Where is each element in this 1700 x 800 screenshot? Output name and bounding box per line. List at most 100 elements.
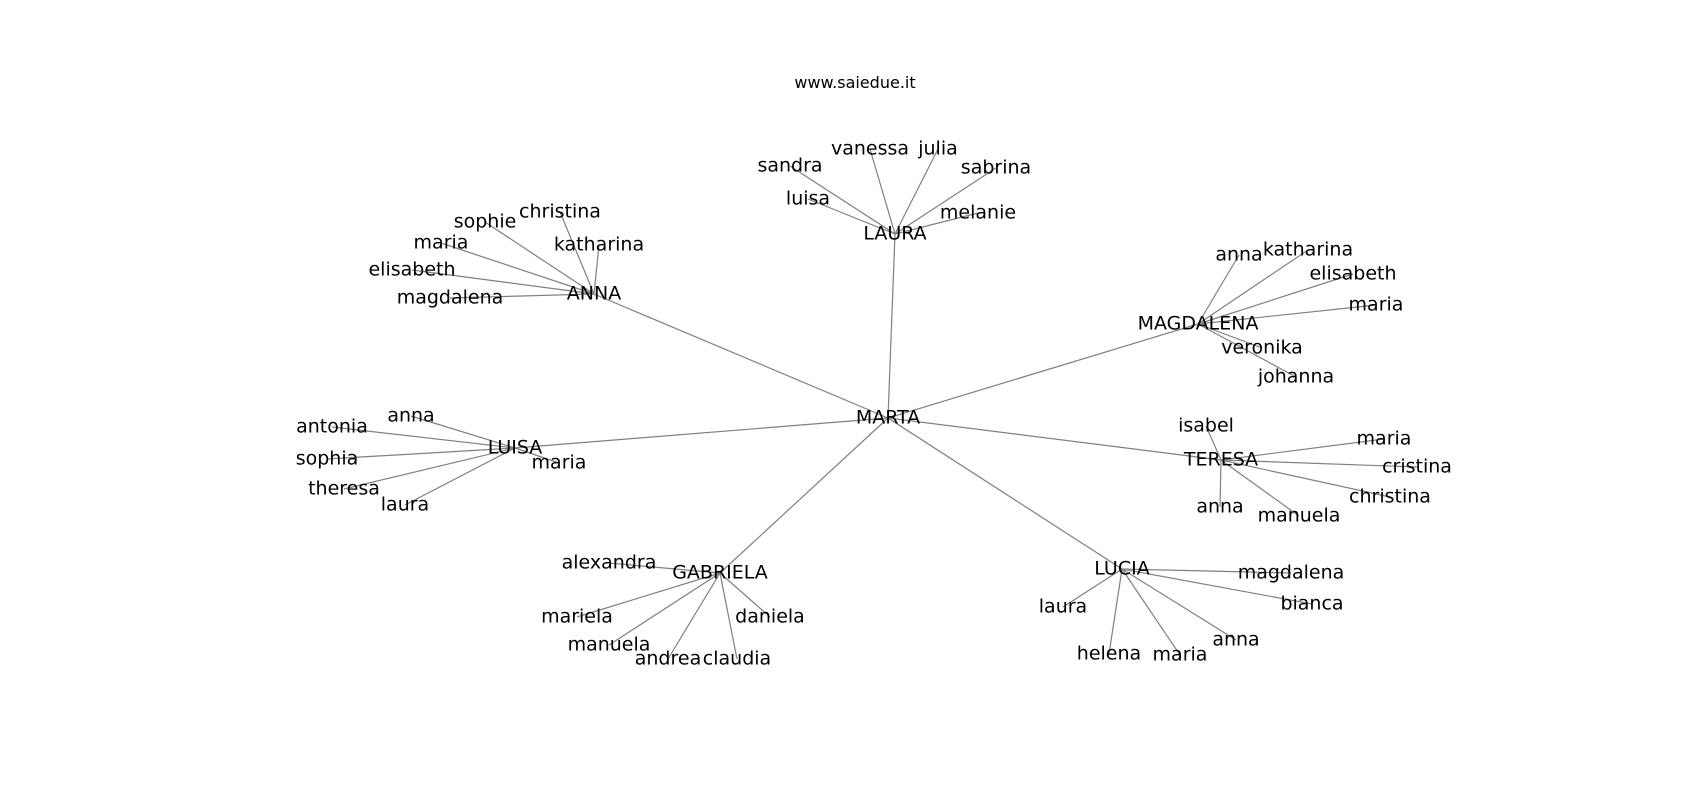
edge-laura-sandra	[789, 165, 896, 235]
leaf-node-label: isabel	[1178, 415, 1234, 437]
leaf-node-label: anna	[1212, 629, 1259, 651]
leaf-node-label: manuela	[568, 634, 651, 656]
edge-magdalena-elisabeth	[1197, 273, 1354, 325]
leaf-node-label: veronika	[1221, 337, 1303, 359]
leaf-node-label: magdalena	[1238, 562, 1345, 584]
leaf-node-label: maria	[1357, 428, 1412, 450]
edge-gabriela-alexandra	[608, 562, 721, 574]
edge-luisa-sophia	[326, 447, 516, 460]
leaf-node-label: maria	[414, 232, 469, 254]
leaf-node-label: katharina	[1263, 239, 1353, 261]
cluster-node-label-magdalena: MAGDALENA	[1138, 313, 1259, 335]
leaf-node-label: maria	[1153, 644, 1208, 666]
leaf-node-label: mariela	[541, 606, 613, 628]
edge-lucia-helena	[1108, 568, 1123, 655]
edge-magdalena-anna	[1197, 254, 1240, 325]
leaf-node-label: anna	[1215, 244, 1262, 266]
edge-root-gabriela	[719, 417, 889, 574]
watermark-text: www.saiedue.it	[794, 73, 915, 92]
leaf-node-label: cristina	[1382, 456, 1452, 478]
edge-teresa-christina	[1220, 459, 1391, 498]
edge-root-teresa	[887, 417, 1222, 461]
edge-anna-sophie	[484, 221, 595, 295]
edge-root-magdalena	[887, 323, 1199, 419]
edge-anna-maria	[440, 242, 595, 295]
leaf-node-label: theresa	[308, 478, 380, 500]
leaf-node-label: elisabeth	[1309, 263, 1396, 285]
edge-anna-christina	[559, 211, 595, 295]
edge-luisa-anna	[410, 415, 516, 449]
cluster-node-label-lucia: LUCIA	[1094, 558, 1149, 580]
edge-laura-sabrina	[894, 167, 997, 235]
edge-laura-luisa	[807, 198, 896, 235]
edge-gabriela-manuela	[608, 572, 721, 646]
edge-lucia-maria	[1121, 568, 1181, 656]
edge-root-laura	[887, 233, 896, 419]
root-node-label: MARTA	[856, 407, 920, 429]
edge-magdalena-johanna	[1197, 323, 1297, 378]
leaf-node-label: magdalena	[397, 287, 504, 309]
leaf-node-label: johanna	[1257, 366, 1334, 388]
edge-luisa-laura	[404, 447, 516, 506]
edge-gabriela-claudia	[719, 572, 738, 660]
leaf-node-label: laura	[381, 494, 429, 516]
leaf-node-label: luisa	[786, 188, 830, 210]
edge-magdalena-maria	[1197, 304, 1377, 325]
leaf-node-label: sandra	[757, 155, 822, 177]
cluster-node-label-anna: ANNA	[567, 283, 621, 305]
edge-luisa-maria	[514, 447, 560, 464]
edge-root-anna	[593, 293, 889, 419]
cluster-node-label-gabriela: GABRIELA	[672, 562, 768, 584]
edge-anna-magdalena	[449, 293, 595, 299]
edges-layer	[326, 148, 1418, 660]
leaf-node-label: julia	[917, 138, 958, 160]
cluster-node-label-luisa: LUISA	[488, 437, 543, 459]
edge-teresa-cristina	[1220, 459, 1418, 468]
leaf-node-label: helena	[1077, 643, 1141, 665]
edge-lucia-laura	[1062, 568, 1123, 608]
edge-lucia-bianca	[1121, 568, 1313, 605]
leaf-node-label: daniela	[735, 606, 805, 628]
leaf-node-label: sophie	[454, 211, 517, 233]
edge-laura-julia	[894, 148, 939, 235]
leaf-node-label: manuela	[1258, 505, 1341, 527]
edge-anna-elisabeth	[411, 269, 595, 295]
edge-luisa-antonia	[331, 426, 516, 449]
leaf-node-label: elisabeth	[368, 259, 455, 281]
leaf-node-label: maria	[1349, 294, 1404, 316]
edge-magdalena-veronika	[1197, 323, 1263, 349]
edge-teresa-manuela	[1220, 459, 1300, 517]
leaf-node-label: sophia	[296, 448, 359, 470]
leaf-node-label: sabrina	[961, 157, 1031, 179]
edge-lucia-magdalena	[1121, 568, 1292, 574]
leaf-node-label: anna	[387, 405, 434, 427]
edge-lucia-anna	[1121, 568, 1237, 641]
leaf-node-label: andrea	[635, 648, 701, 670]
edge-root-luisa	[514, 417, 889, 449]
edge-gabriela-andrea	[667, 572, 721, 660]
leaf-node-label: maria	[532, 452, 587, 474]
leaf-node-label: katharina	[554, 234, 644, 256]
edge-anna-katharina	[593, 244, 600, 295]
edge-laura-vanessa	[869, 148, 896, 235]
leaf-node-label: antonia	[296, 416, 368, 438]
edge-magdalena-katharina	[1197, 249, 1309, 325]
edge-laura-melanie	[894, 212, 979, 235]
cluster-node-label-teresa: TERESA	[1183, 449, 1258, 471]
cluster-node-label-laura: LAURA	[863, 223, 926, 245]
leaf-node-label: vanessa	[831, 138, 909, 160]
leaf-node-label: laura	[1039, 596, 1087, 618]
leaf-node-label: anna	[1196, 496, 1243, 518]
leaf-node-label: christina	[519, 201, 601, 223]
edge-gabriela-mariela	[576, 572, 721, 618]
leaf-node-label: melanie	[940, 202, 1016, 224]
edge-root-lucia	[887, 417, 1123, 570]
leaf-node-label: alexandra	[562, 552, 657, 574]
leaf-node-label: claudia	[703, 648, 771, 670]
edge-teresa-maria	[1220, 438, 1385, 461]
leaf-node-label: christina	[1349, 486, 1431, 508]
edge-gabriela-daniela	[719, 572, 771, 618]
leaf-node-label: bianca	[1280, 593, 1343, 615]
